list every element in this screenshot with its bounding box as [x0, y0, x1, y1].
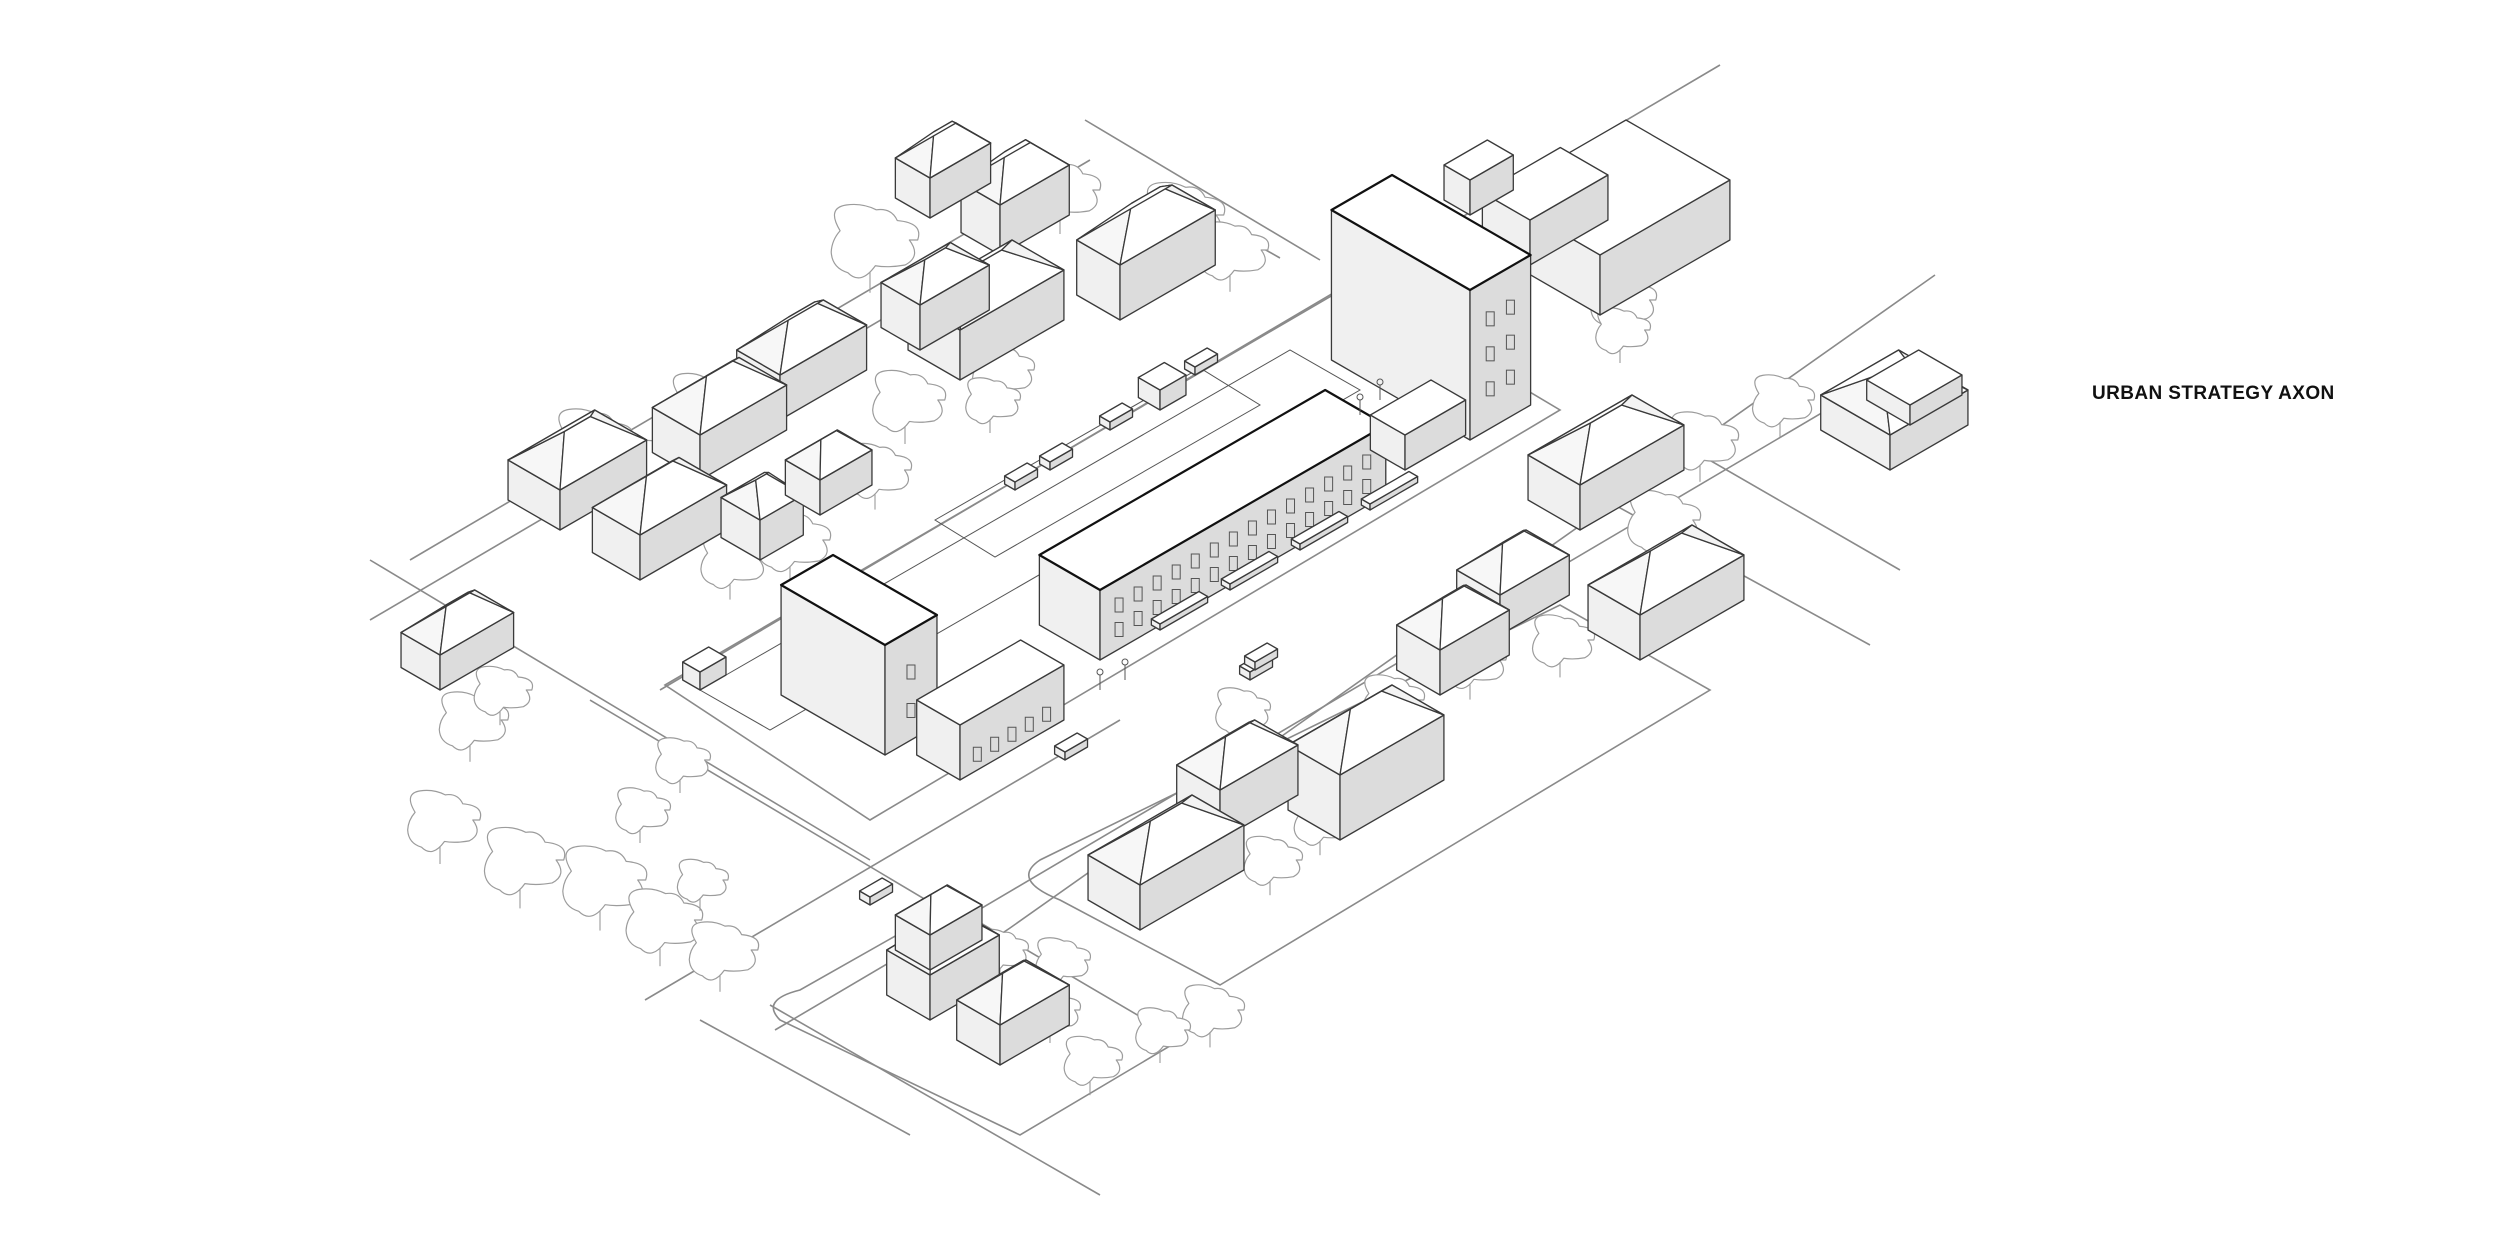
person-figure-3 — [1356, 393, 1364, 415]
main-building — [1038, 388, 1387, 661]
house-10 — [720, 471, 804, 561]
house-3 — [894, 120, 992, 219]
storefront-canopy-2 — [1220, 550, 1279, 591]
tree-8 — [872, 369, 947, 444]
house-6 — [736, 299, 868, 421]
tree-15 — [407, 789, 482, 864]
tree-27 — [1035, 937, 1092, 993]
tree-21 — [615, 787, 672, 843]
car-3 — [1098, 402, 1134, 431]
car-6 — [1053, 732, 1089, 761]
tree-22 — [676, 858, 729, 911]
west-wing — [916, 639, 1065, 781]
tree-23 — [965, 377, 1022, 433]
building-massing — [400, 119, 1969, 1066]
tree-20 — [655, 737, 712, 793]
house-24 — [1087, 794, 1245, 931]
tree-39 — [1595, 307, 1652, 363]
tree-18 — [625, 888, 704, 967]
house-12 — [400, 589, 515, 691]
tree-17 — [562, 845, 648, 931]
house-15 — [1443, 139, 1514, 216]
tree-25 — [1135, 1007, 1192, 1063]
tree-31 — [1531, 614, 1596, 678]
car-7 — [858, 877, 894, 906]
storefront-canopy-3 — [1290, 510, 1349, 551]
person-figure-2 — [1121, 658, 1129, 680]
house-8 — [507, 409, 648, 531]
house-7 — [651, 356, 788, 481]
stair-kiosk — [1137, 361, 1187, 411]
car-2 — [1038, 442, 1074, 471]
house-11 — [784, 429, 873, 516]
car-8 — [1243, 642, 1279, 671]
person-figure-1 — [1096, 668, 1104, 690]
tree-34 — [1751, 374, 1816, 438]
east-pavilion — [1369, 379, 1467, 471]
house-22 — [1287, 684, 1445, 841]
storefront-canopy-1 — [1150, 590, 1209, 631]
house-5 — [880, 241, 990, 351]
house-23 — [1176, 719, 1299, 841]
house-27 — [956, 959, 1070, 1066]
planter-1 — [682, 646, 727, 691]
tree-26 — [1063, 1035, 1124, 1096]
house-26 — [894, 884, 983, 971]
car-4 — [1183, 347, 1219, 376]
house-19 — [1587, 524, 1745, 661]
project-buildings — [682, 173, 1532, 906]
tree-37 — [1243, 835, 1304, 896]
tree-14 — [473, 665, 534, 726]
house-2 — [1076, 184, 1216, 321]
tree-19 — [688, 921, 760, 992]
west-building — [779, 553, 939, 756]
house-17 — [1866, 349, 1963, 426]
storefront-canopy-4 — [1360, 470, 1419, 511]
house-18 — [1527, 394, 1685, 531]
tree-16 — [483, 826, 566, 909]
house-9 — [591, 456, 728, 581]
tree-24 — [1181, 984, 1246, 1048]
tree-1 — [830, 203, 920, 293]
drawing-title: URBAN STRATEGY AXON — [2092, 383, 2335, 404]
car-1 — [1003, 462, 1039, 491]
person-figure-4 — [1376, 378, 1384, 400]
house-21 — [1396, 584, 1510, 696]
